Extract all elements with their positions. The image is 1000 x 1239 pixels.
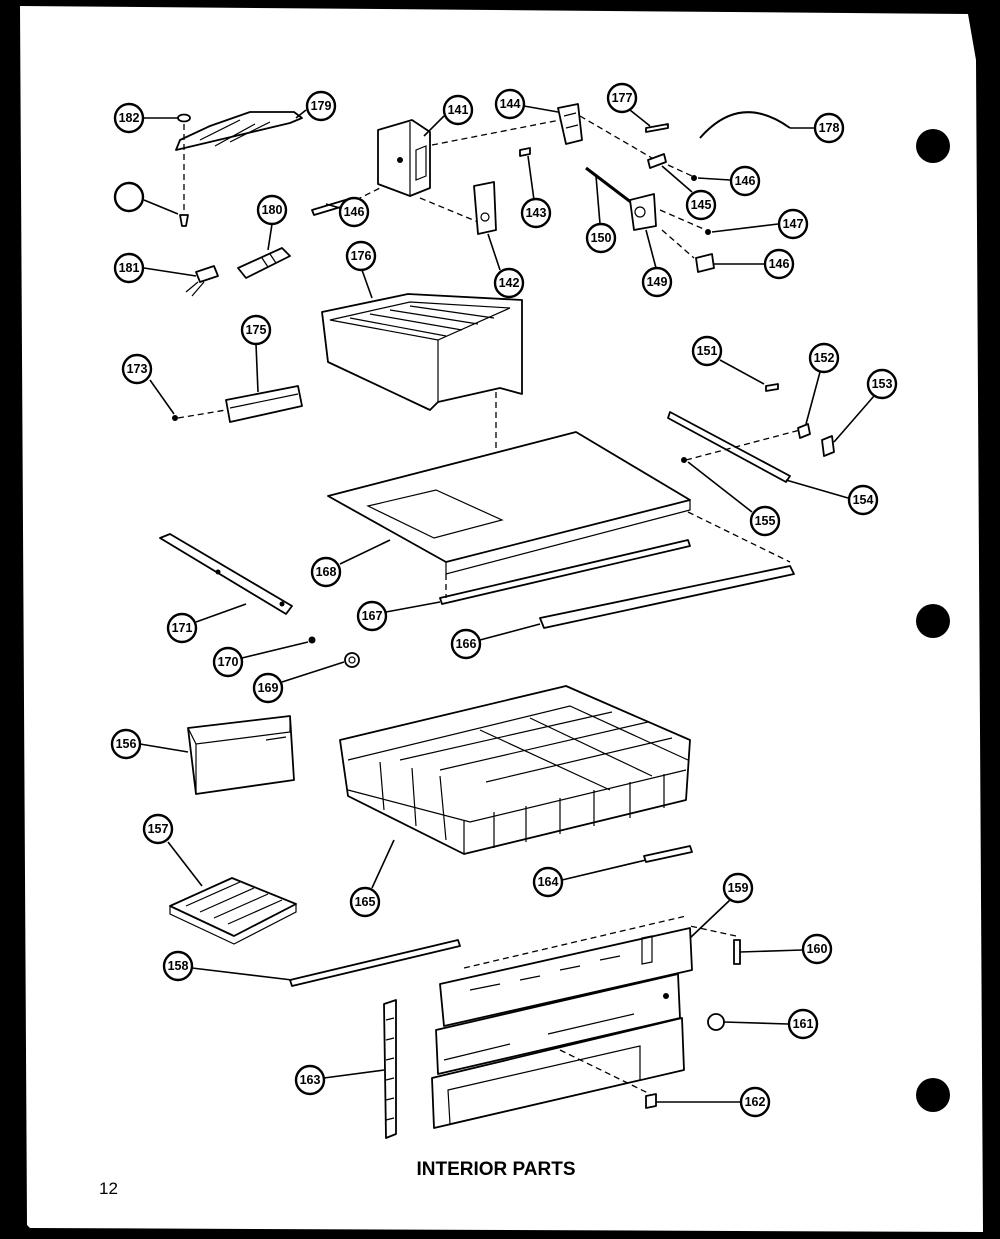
callout-142: 142 — [487, 233, 525, 299]
callout-157: 157 — [142, 813, 203, 887]
callout-153: 153 — [833, 368, 898, 443]
svg-text:160: 160 — [807, 942, 828, 956]
svg-text:154: 154 — [853, 493, 874, 507]
svg-text:146: 146 — [735, 174, 756, 188]
callout-141: 141 — [423, 94, 474, 137]
callout-151: 151 — [691, 335, 765, 385]
callout-166: 166 — [450, 623, 541, 660]
svg-text:151: 151 — [697, 344, 718, 358]
svg-text:144: 144 — [500, 97, 521, 111]
callout-173: 173 — [121, 353, 175, 415]
callouts: 182 179 180 181 141 146 142 143 144 177 … — [110, 82, 898, 1118]
svg-text:177: 177 — [612, 91, 633, 105]
part-drawings — [159, 103, 835, 1139]
svg-text:146: 146 — [344, 205, 365, 219]
callout-143: 143 — [520, 155, 552, 229]
svg-text:163: 163 — [300, 1073, 321, 1087]
callout-178: 178 — [790, 112, 845, 144]
svg-text:166: 166 — [456, 637, 477, 651]
callout-168: 168 — [310, 539, 391, 588]
callout-161: 161 — [723, 1008, 819, 1040]
svg-text:169: 169 — [258, 681, 279, 695]
svg-text:182: 182 — [119, 111, 140, 125]
svg-text:159: 159 — [728, 881, 749, 895]
crisper-front-panel — [439, 927, 693, 1027]
svg-text:145: 145 — [691, 198, 712, 212]
callout-169: 169 — [252, 661, 345, 704]
wire-basket — [339, 685, 691, 855]
callout-158: 158 — [162, 950, 293, 982]
callout-175: 175 — [240, 314, 272, 393]
callout-165: 165 — [349, 839, 395, 918]
callout-149: 149 — [641, 229, 673, 298]
callout-154: 154 — [785, 479, 879, 516]
control-box — [377, 119, 431, 197]
svg-text:157: 157 — [148, 822, 169, 836]
svg-text:162: 162 — [745, 1095, 766, 1109]
callout-146-bottom: 146 — [714, 248, 795, 280]
paper-sheet — [20, 6, 983, 1232]
callout-167: 167 — [356, 600, 441, 632]
light-housing — [175, 111, 303, 151]
callout-163: 163 — [294, 1064, 385, 1096]
callout-180: 180 — [256, 194, 288, 251]
callout-152: 152 — [805, 342, 840, 425]
svg-text:178: 178 — [819, 121, 840, 135]
svg-text:143: 143 — [526, 206, 547, 220]
callout-177: 177 — [606, 82, 651, 127]
svg-text:181: 181 — [119, 261, 140, 275]
svg-text:158: 158 — [168, 959, 189, 973]
svg-text:164: 164 — [538, 875, 559, 889]
svg-text:146: 146 — [769, 257, 790, 271]
svg-text:179: 179 — [311, 99, 332, 113]
callout-176: 176 — [345, 240, 377, 299]
callout-155: 155 — [687, 461, 781, 537]
binder-hole-middle — [916, 604, 950, 638]
callout-164: 164 — [532, 859, 647, 898]
page-number: 12 — [99, 1179, 118, 1198]
svg-text:141: 141 — [448, 103, 469, 117]
svg-text:152: 152 — [814, 351, 835, 365]
callout-160: 160 — [739, 933, 833, 965]
svg-text:161: 161 — [793, 1017, 814, 1031]
svg-text:171: 171 — [172, 621, 193, 635]
svg-text:150: 150 — [591, 231, 612, 245]
svg-text:155: 155 — [755, 514, 776, 528]
callout-171: 171 — [166, 603, 247, 644]
svg-text:165: 165 — [355, 895, 376, 909]
callout-147: 147 — [711, 208, 809, 240]
callout-140: 146 — [325, 196, 370, 228]
callout-179: 179 — [295, 90, 337, 122]
callout-183 — [113, 181, 179, 215]
callout-146-top: 146 — [697, 165, 761, 197]
svg-text:142: 142 — [499, 276, 520, 290]
svg-text:170: 170 — [218, 655, 239, 669]
callout-181: 181 — [113, 252, 197, 284]
callout-159: 159 — [689, 872, 754, 939]
svg-text:173: 173 — [127, 362, 148, 376]
callout-182: 182 — [113, 102, 178, 134]
svg-text:167: 167 — [362, 609, 383, 623]
binder-hole-top — [916, 129, 950, 163]
svg-text:156: 156 — [116, 737, 137, 751]
svg-text:149: 149 — [647, 275, 668, 289]
svg-text:168: 168 — [316, 565, 337, 579]
callout-156: 156 — [110, 728, 189, 760]
svg-text:153: 153 — [872, 377, 893, 391]
diagram-caption: INTERIOR PARTS — [416, 1159, 575, 1180]
svg-text:176: 176 — [351, 249, 372, 263]
binder-hole-bottom — [916, 1078, 950, 1112]
callout-145: 145 — [661, 165, 717, 221]
callout-150: 150 — [585, 175, 617, 254]
svg-text:175: 175 — [246, 323, 267, 337]
callout-144: 144 — [494, 88, 559, 120]
callout-162: 162 — [656, 1086, 771, 1118]
svg-text:180: 180 — [262, 203, 283, 217]
svg-text:147: 147 — [783, 217, 804, 231]
dairy-bin — [187, 715, 295, 795]
callout-170: 170 — [212, 641, 309, 678]
